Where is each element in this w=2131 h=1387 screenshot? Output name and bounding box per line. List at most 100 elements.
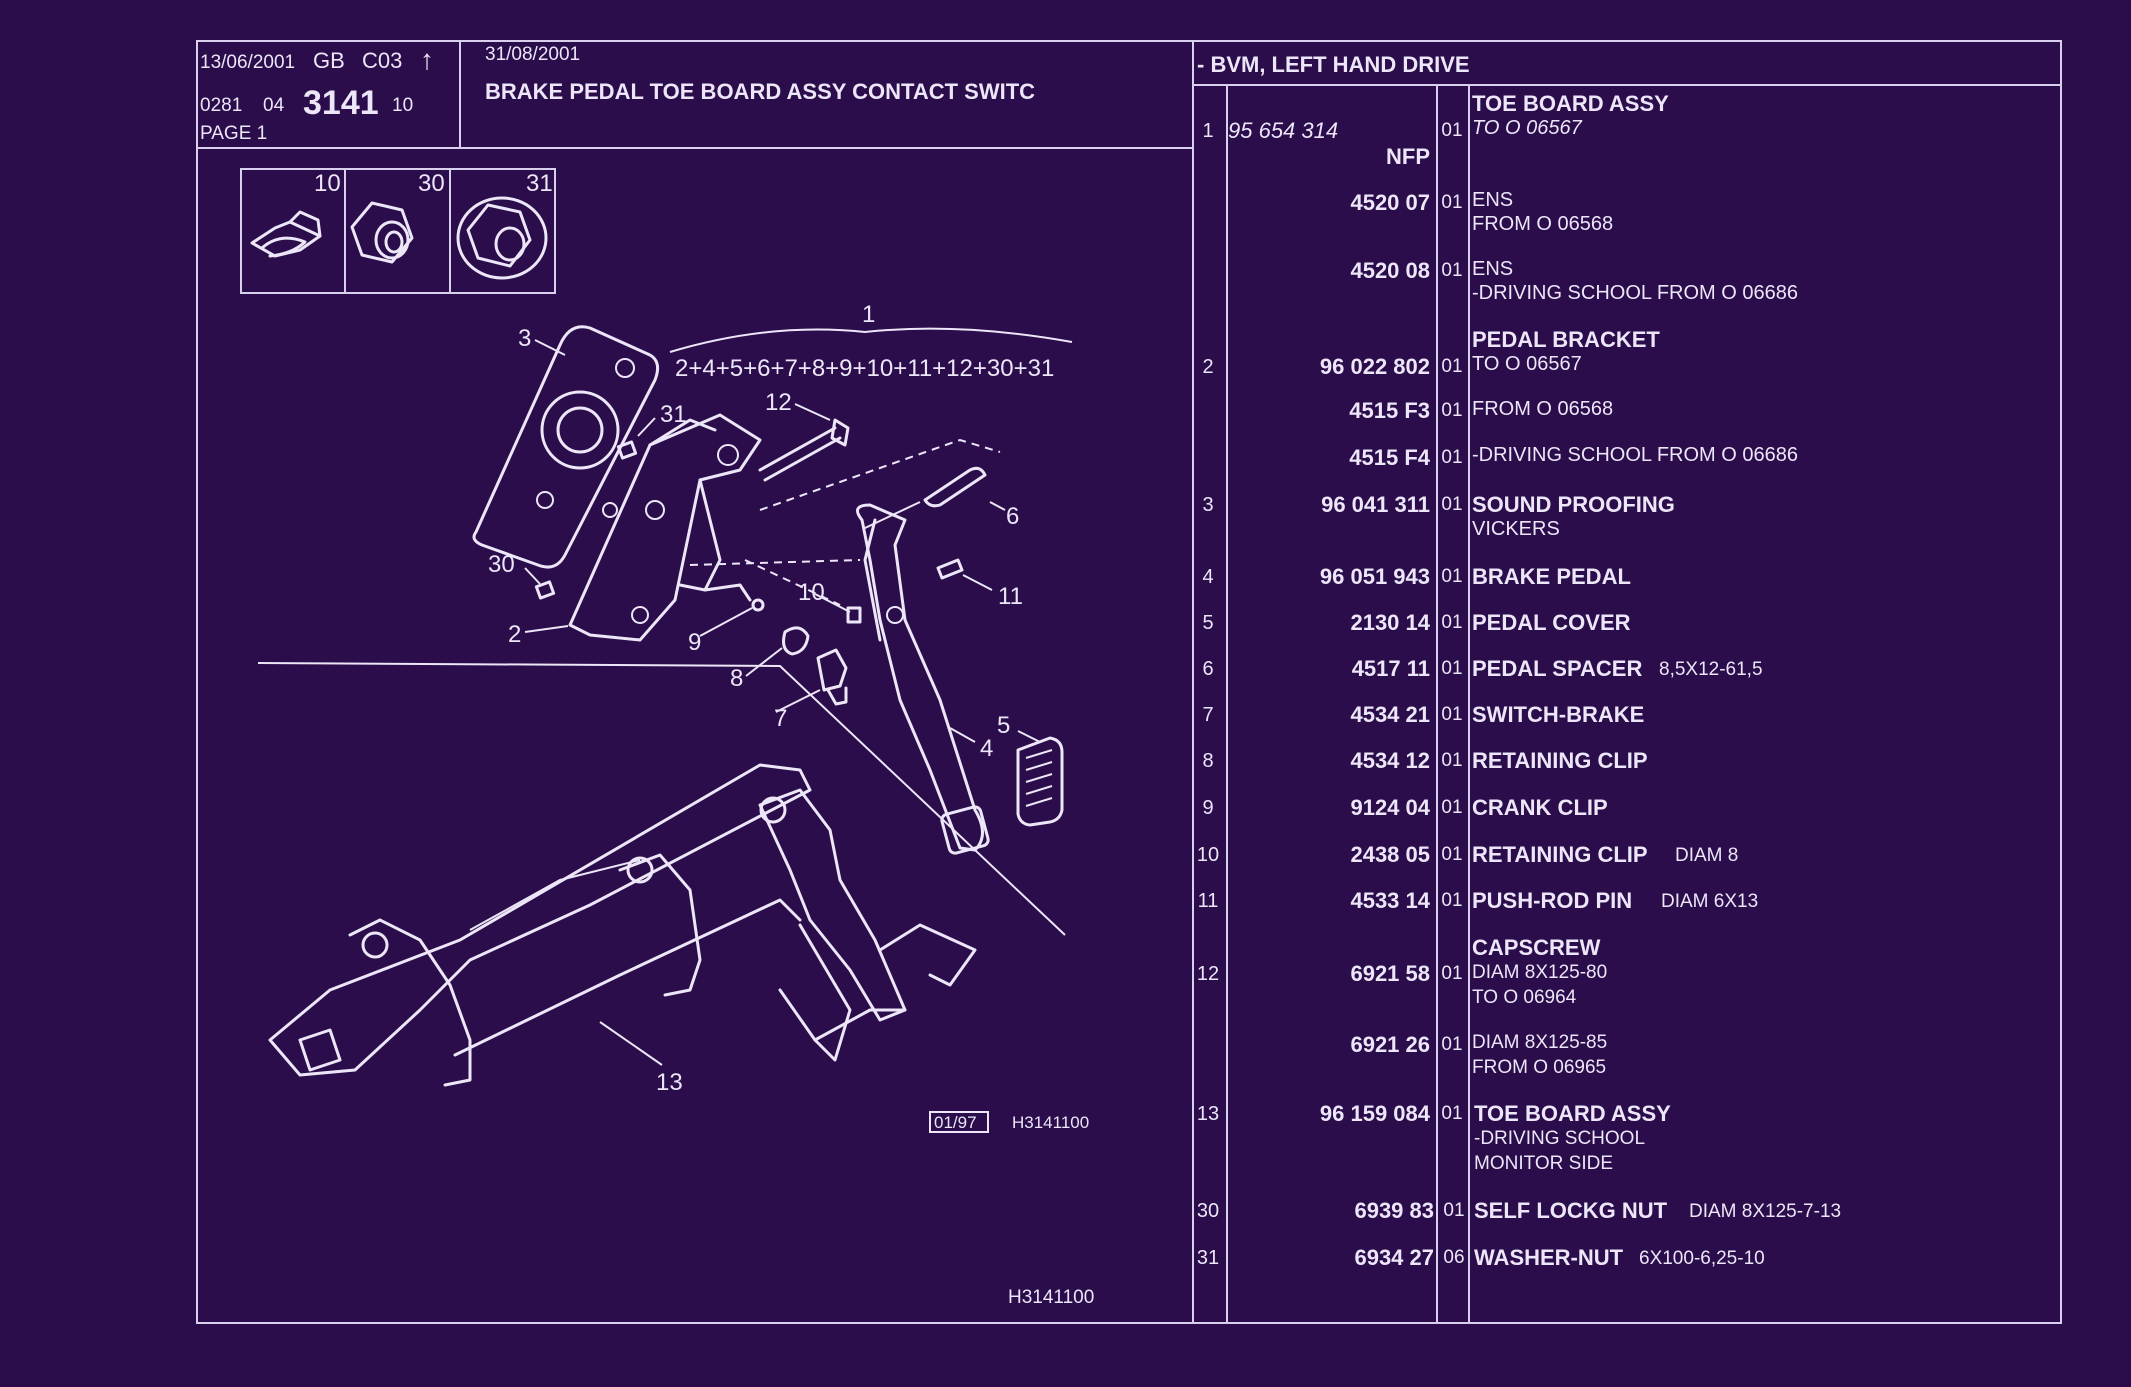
divider-table-header (1192, 84, 2062, 86)
catalog-code: C03 (362, 48, 403, 73)
row-qty: 01 (1441, 260, 1463, 281)
row-part-number: 6934 27 (1354, 1245, 1434, 1270)
row-spec: DIAM 8 (1675, 845, 1739, 866)
row-qty: 01 (1441, 1034, 1463, 1055)
divider-header-left (459, 40, 461, 148)
sound-proofing-part (472, 325, 660, 569)
row-part-number: 9124 04 (1350, 795, 1430, 820)
row-name: PEDAL BRACKET (1472, 327, 1660, 352)
row-part-number: 4534 21 (1350, 702, 1430, 727)
row-note: -DRIVING SCHOOL (1474, 1128, 1646, 1149)
brake-pedal-part (856, 503, 990, 855)
row-note: TO O 06964 (1472, 987, 1577, 1008)
row-spec: 8,5X12-61,5 (1659, 659, 1763, 680)
row-part-number: NFP (1386, 144, 1430, 169)
row-note: FROM O 06965 (1472, 1057, 1607, 1078)
row-part-number: 4534 12 (1350, 748, 1430, 773)
callout-11: 11 (998, 583, 1023, 610)
row-ref: 8 (1202, 750, 1214, 772)
column-line-qty (1468, 84, 1470, 1324)
row-ref: 11 (1197, 890, 1219, 912)
divider-diagram-table (1192, 40, 1194, 1324)
row-part-number: 4517 11 (1351, 656, 1430, 681)
clip-icon (250, 210, 322, 258)
row-spec: 6X100-6,25-10 (1639, 1248, 1765, 1269)
language-code: GB (313, 48, 345, 73)
row-qty: 01 (1441, 494, 1463, 515)
callout-31: 31 (660, 401, 687, 428)
row-name: CRANK CLIP (1472, 795, 1608, 820)
row-name: TOE BOARD ASSY (1472, 91, 1669, 116)
row-name: TOE BOARD ASSY (1474, 1101, 1671, 1126)
row-qty: 01 (1441, 844, 1463, 865)
row-qty: 01 (1441, 356, 1463, 377)
row-name: PEDAL COVER (1472, 610, 1631, 635)
row-part-number: 4533 14 (1350, 888, 1430, 913)
row-qty: 01 (1441, 890, 1463, 911)
thumb-label-10: 10 (314, 170, 341, 197)
column-line-ref (1226, 84, 1228, 1324)
callout-8: 8 (730, 665, 743, 692)
up-arrow-icon: ↑ (420, 44, 434, 75)
callout-12: 12 (765, 389, 792, 416)
row-qty: 01 (1441, 400, 1463, 421)
column-line-part (1436, 84, 1438, 1324)
row-note: DIAM 8X125-85 (1472, 1032, 1608, 1053)
row-name: SWITCH-BRAKE (1472, 702, 1645, 727)
callout-3: 3 (518, 325, 531, 352)
thumb-label-30: 30 (418, 170, 445, 197)
row-ref: 31 (1196, 1247, 1220, 1269)
row-qty: 01 (1441, 963, 1463, 984)
row-part-number: 96 041 311 (1321, 492, 1430, 517)
callout-assembly-ref: 1 (862, 301, 875, 328)
row-part-number: 4520 07 (1350, 190, 1430, 215)
ref-prefix: 0281 (200, 95, 243, 116)
page-title: BRAKE PEDAL TOE BOARD ASSY CONTACT SWITC (485, 79, 1036, 104)
row-ref: 5 (1202, 612, 1214, 634)
variant-title: - BVM, LEFT HAND DRIVE (1197, 52, 1470, 77)
washer-nut-icon (456, 196, 548, 280)
row-spec: DIAM 8X125-7-13 (1689, 1201, 1842, 1222)
row-note: FROM O 06568 (1472, 213, 1614, 235)
hex-nut-icon (350, 201, 414, 264)
callout-assembly-formula: 2+4+5+6+7+8+9+10+11+12+30+31 (675, 355, 1054, 382)
row-note: -DRIVING SCHOOL FROM O 06686 (1472, 444, 1798, 466)
row-part-number: 4515 F4 (1349, 445, 1430, 470)
row-qty: 01 (1441, 566, 1463, 587)
row-qty: 06 (1443, 1247, 1465, 1268)
row-name: WASHER-NUT (1474, 1245, 1624, 1270)
row-part-number: 96 159 084 (1319, 1101, 1430, 1126)
row-part-number: 4515 F3 (1349, 398, 1430, 423)
callout-9: 9 (688, 629, 701, 656)
row-name: SELF LOCKG NUT (1474, 1198, 1668, 1223)
row-ref: 4 (1202, 566, 1214, 588)
row-ref: 3 (1202, 494, 1214, 516)
row-name: PUSH-ROD PIN (1472, 888, 1633, 913)
ref-main: 3141 (303, 84, 379, 122)
row-qty: 01 (1441, 1103, 1463, 1124)
row-name: PEDAL SPACER (1472, 656, 1643, 681)
row-part-number: 4520 08 (1350, 258, 1430, 283)
row-ref: 13 (1196, 1103, 1220, 1125)
row-ref: 1 (1202, 120, 1214, 142)
row-note: DIAM 8X125-80 (1472, 962, 1608, 983)
row-name: RETAINING CLIP (1472, 748, 1648, 773)
row-name: CAPSCREW (1472, 935, 1601, 960)
row-note: TO O 06567 (1472, 117, 1582, 139)
row-qty: 01 (1441, 612, 1463, 633)
callout-2: 2 (508, 621, 521, 648)
row-qty: 01 (1441, 797, 1463, 818)
row-ref: 2 (1202, 356, 1214, 378)
callout-13: 13 (656, 1069, 683, 1096)
row-qty: 01 (1441, 658, 1463, 679)
row-note: -DRIVING SCHOOL FROM O 06686 (1472, 282, 1798, 304)
catalog-sheet-frame (196, 40, 2062, 1324)
row-ref: 30 (1196, 1200, 1220, 1222)
row-note: ENS (1472, 258, 1514, 280)
callout-6: 6 (1006, 503, 1019, 530)
callout-5: 5 (997, 712, 1010, 739)
revision-date: 31/08/2001 (485, 44, 581, 65)
row-name: SOUND PROOFING (1472, 492, 1675, 517)
divider-header-bottom (196, 147, 1192, 149)
row-name: RETAINING CLIP (1472, 842, 1648, 867)
